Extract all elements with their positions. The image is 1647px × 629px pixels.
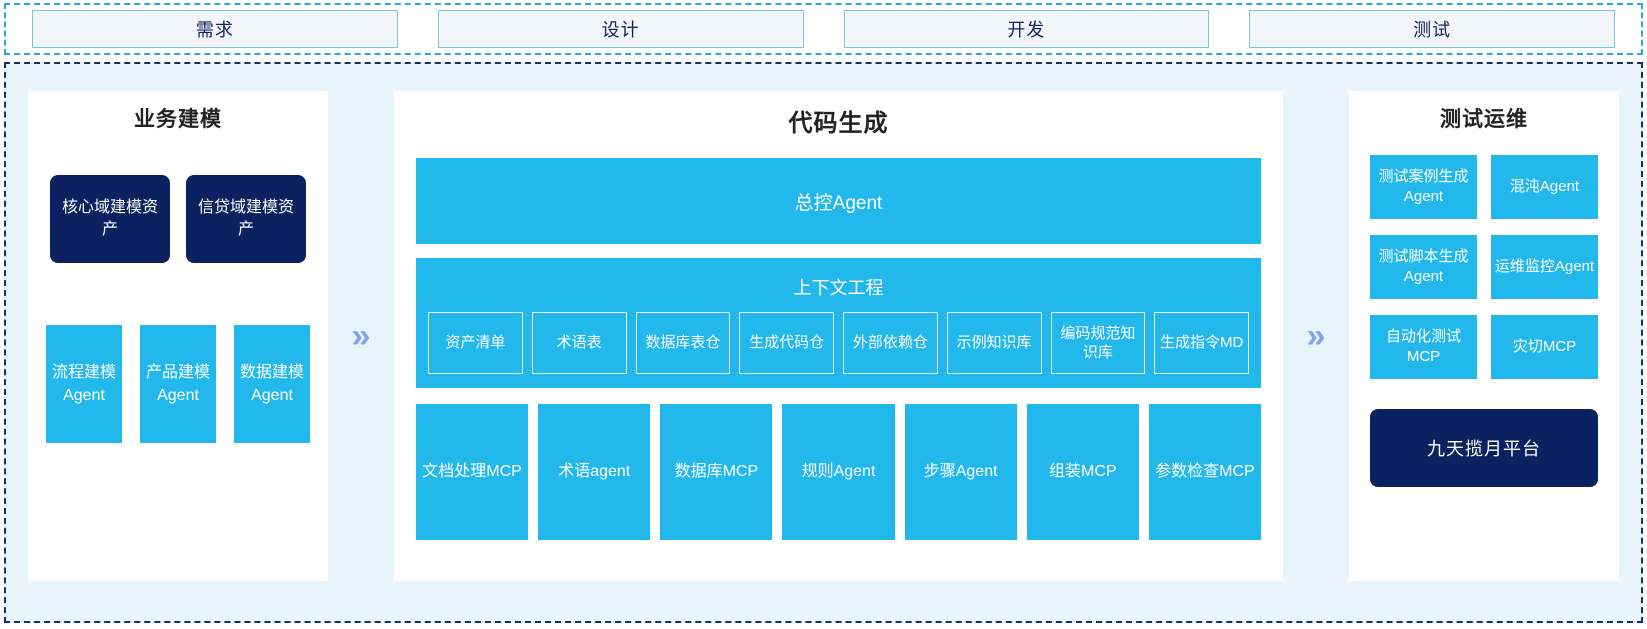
- chevron-glyph: »: [1306, 317, 1326, 355]
- test-box-label: 测试脚本生成Agent: [1378, 247, 1469, 285]
- stage-label: 设计: [601, 20, 640, 40]
- tool-label: 参数检查MCP: [1155, 462, 1255, 480]
- stage-box-requirements[interactable]: 需求: [32, 10, 398, 48]
- master-agent-bar[interactable]: 总控Agent: [416, 158, 1261, 244]
- panel-title-business-modeling: 业务建模: [134, 108, 222, 131]
- asset-label: 核心域建模资产: [61, 199, 158, 238]
- test-ops-grid: 测试案例生成Agent 混沌Agent 测试脚本生成Agent 运维监控Agen…: [1370, 155, 1598, 379]
- tool-box-database-mcp[interactable]: 数据库MCP: [660, 404, 773, 540]
- panel-business-modeling: 业务建模 核心域建模资产 信贷域建模资产 流程建模Agent 产品建模Agent…: [28, 91, 328, 581]
- test-box-disaster-switch-mcp[interactable]: 灾切MCP: [1491, 315, 1598, 379]
- context-item-generated-code-repo[interactable]: 生成代码仓: [739, 312, 834, 374]
- asset-box-core-domain[interactable]: 核心域建模资产: [50, 175, 170, 263]
- test-box-label: 灾切MCP: [1512, 337, 1577, 355]
- context-item-label: 示例知识库: [956, 334, 1032, 352]
- panel-code-generation: 代码生成 总控Agent 上下文工程 资产清单 术语表: [394, 91, 1283, 581]
- stage-box-design[interactable]: 设计: [437, 10, 804, 48]
- test-box-label: 混沌Agent: [1509, 177, 1580, 195]
- stage-label: 开发: [1007, 20, 1046, 40]
- platform-box-jiutian-lanyue[interactable]: 九天揽月平台: [1370, 409, 1598, 487]
- agent-box-process-modeling[interactable]: 流程建模Agent: [46, 325, 122, 443]
- chevron-glyph: »: [351, 317, 371, 355]
- context-engineering-block: 上下文工程 资产清单 术语表 数据库表仓 生成代码仓: [416, 258, 1261, 388]
- test-box-script-generation-agent[interactable]: 测试脚本生成Agent: [1370, 235, 1477, 299]
- stage-box-development[interactable]: 开发: [843, 10, 1210, 48]
- context-items-row: 资产清单 术语表 数据库表仓 生成代码仓 外部依赖仓: [428, 312, 1249, 374]
- tool-label: 规则Agent: [801, 462, 876, 480]
- center-inner: 总控Agent 上下文工程 资产清单 术语表 数据库表仓: [394, 138, 1283, 540]
- double-chevron-right-icon-2: »: [1283, 91, 1349, 581]
- context-item-coding-standard-knowledge-base[interactable]: 编码规范知识库: [1050, 312, 1146, 374]
- platform-label: 九天揽月平台: [1427, 439, 1541, 459]
- context-item-label: 编码规范知识库: [1060, 324, 1136, 362]
- panel-title-test-operations: 测试运维: [1440, 108, 1528, 131]
- test-box-case-generation-agent[interactable]: 测试案例生成Agent: [1370, 155, 1477, 219]
- context-item-example-knowledge-base[interactable]: 示例知识库: [946, 312, 1042, 374]
- tool-label: 步骤Agent: [923, 462, 998, 480]
- context-item-external-dependency-repo[interactable]: 外部依赖仓: [843, 312, 938, 374]
- main-region: 业务建模 核心域建模资产 信贷域建模资产 流程建模Agent 产品建模Agent…: [4, 62, 1643, 623]
- agent-label: 数据建模Agent: [239, 363, 304, 404]
- asset-label: 信贷域建模资产: [197, 199, 294, 238]
- context-item-glossary[interactable]: 术语表: [531, 312, 627, 374]
- tool-box-document-processing-mcp[interactable]: 文档处理MCP: [416, 404, 529, 540]
- stage-label: 测试: [1413, 20, 1452, 40]
- agent-box-data-modeling[interactable]: 数据建模Agent: [234, 325, 310, 443]
- tool-box-rule-agent[interactable]: 规则Agent: [782, 404, 895, 540]
- test-box-label: 自动化测试MCP: [1385, 327, 1461, 365]
- agent-box-product-modeling[interactable]: 产品建模Agent: [140, 325, 216, 443]
- test-box-label: 运维监控Agent: [1494, 257, 1595, 275]
- tool-label: 术语agent: [558, 462, 631, 480]
- agent-label: 产品建模Agent: [145, 363, 210, 404]
- double-chevron-right-icon: »: [328, 91, 394, 581]
- tool-label: 组装MCP: [1048, 462, 1117, 480]
- tool-box-step-agent[interactable]: 步骤Agent: [904, 404, 1017, 540]
- stage-band: 需求 设计 开发 测试: [4, 3, 1643, 55]
- context-item-asset-inventory[interactable]: 资产清单: [428, 312, 523, 374]
- stage-label: 需求: [195, 20, 234, 40]
- panel-test-operations: 测试运维 测试案例生成Agent 混沌Agent 测试脚本生成Agent 运维监…: [1349, 91, 1619, 581]
- tool-label: 文档处理MCP: [422, 462, 522, 480]
- modeling-agent-row: 流程建模Agent 产品建模Agent 数据建模Agent: [46, 325, 310, 443]
- panel-title-code-generation: 代码生成: [788, 110, 889, 137]
- tool-box-parameter-check-mcp[interactable]: 参数检查MCP: [1148, 404, 1261, 540]
- test-box-ops-monitoring-agent[interactable]: 运维监控Agent: [1491, 235, 1598, 299]
- tool-label: 数据库MCP: [674, 462, 759, 480]
- tool-box-assembly-mcp[interactable]: 组装MCP: [1026, 404, 1139, 540]
- tool-box-glossary-agent[interactable]: 术语agent: [538, 404, 651, 540]
- test-box-chaos-agent[interactable]: 混沌Agent: [1491, 155, 1598, 219]
- context-item-label: 数据库表仓: [645, 334, 721, 352]
- context-item-label: 生成指令MD: [1159, 334, 1244, 352]
- context-item-generation-instruction-md[interactable]: 生成指令MD: [1154, 312, 1249, 374]
- test-box-automated-test-mcp[interactable]: 自动化测试MCP: [1370, 315, 1477, 379]
- context-item-db-table-repo[interactable]: 数据库表仓: [635, 312, 731, 374]
- context-item-label: 外部依赖仓: [852, 334, 928, 352]
- tool-row: 文档处理MCP 术语agent 数据库MCP 规则Agent 步骤Agent: [416, 404, 1261, 540]
- context-item-label: 生成代码仓: [749, 334, 825, 352]
- asset-box-credit-domain[interactable]: 信贷域建模资产: [186, 175, 306, 263]
- asset-row: 核心域建模资产 信贷域建模资产: [50, 175, 306, 263]
- agent-label: 流程建模Agent: [51, 363, 116, 404]
- context-item-label: 术语表: [556, 334, 602, 352]
- master-agent-label: 总控Agent: [794, 192, 883, 214]
- stage-box-testing[interactable]: 测试: [1249, 10, 1615, 48]
- test-box-label: 测试案例生成Agent: [1378, 167, 1469, 205]
- context-item-label: 资产清单: [445, 334, 506, 352]
- context-engineering-title: 上下文工程: [793, 278, 884, 298]
